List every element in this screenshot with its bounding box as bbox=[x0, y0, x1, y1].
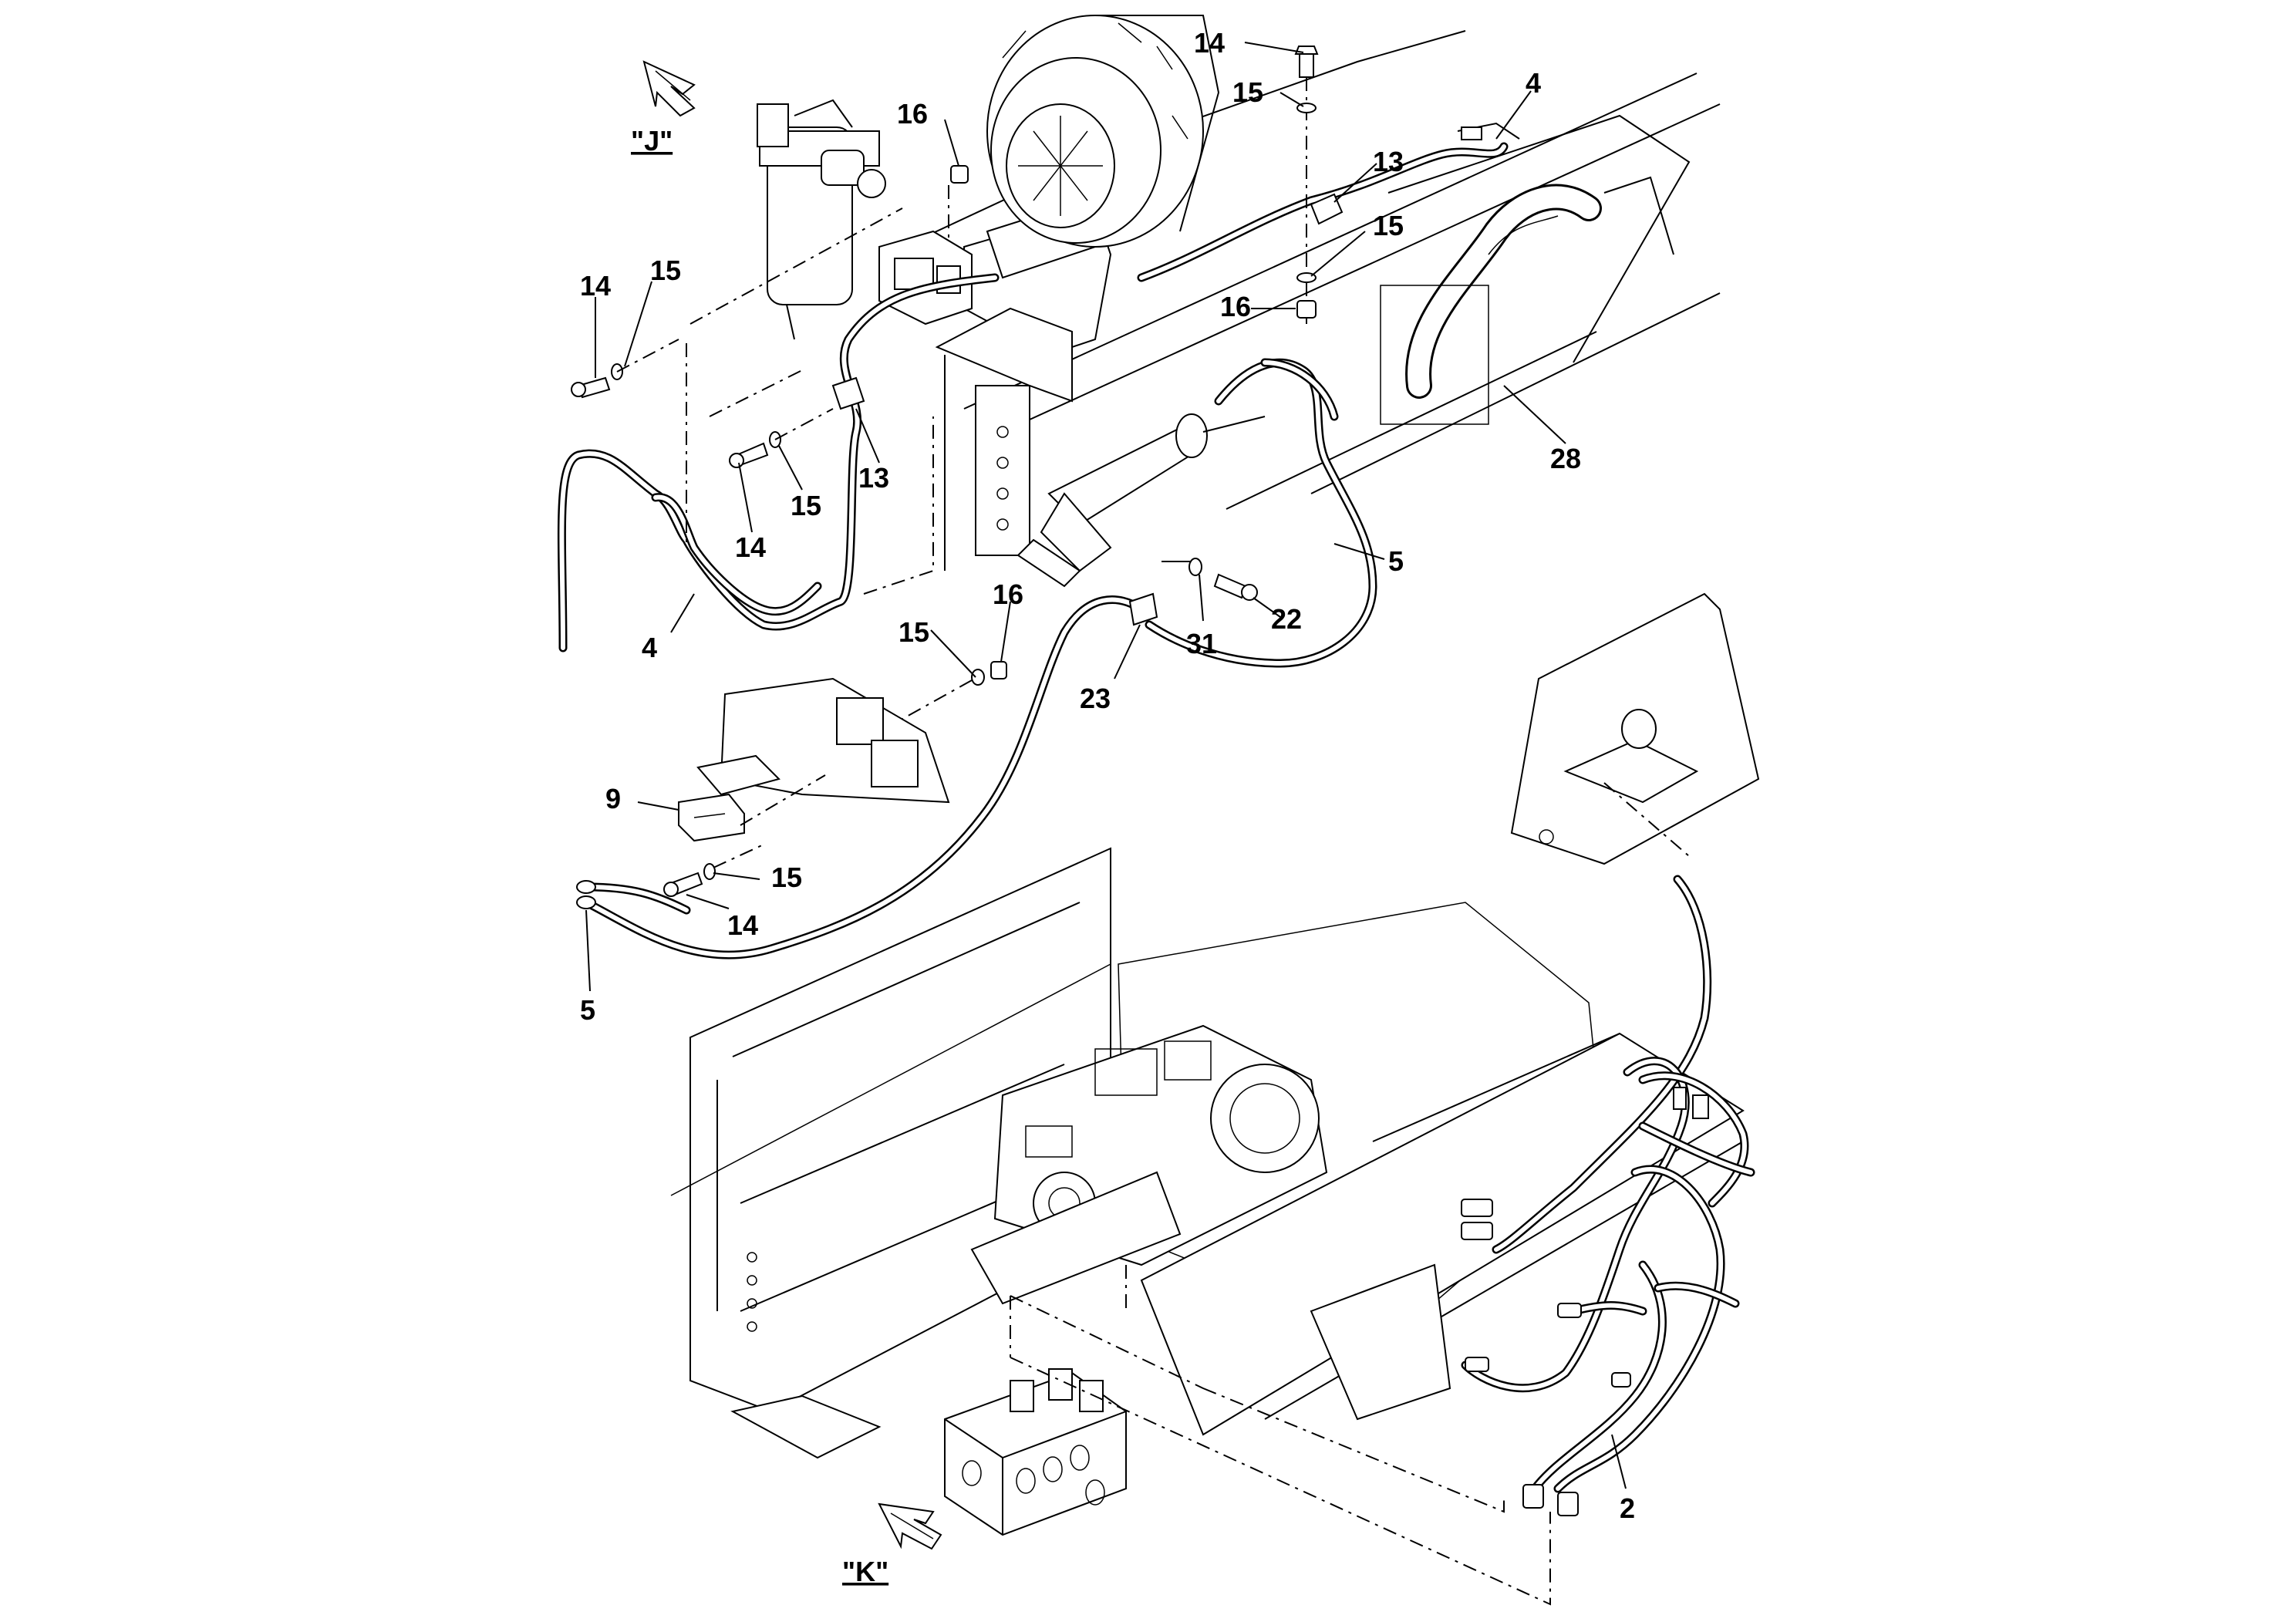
callout-15: 15 bbox=[771, 862, 802, 893]
callout-13: 13 bbox=[858, 462, 889, 494]
callout-2: 2 bbox=[1620, 1492, 1635, 1524]
nut-16-upper-left-icon bbox=[948, 165, 969, 239]
view-j-arrow-icon bbox=[642, 60, 696, 117]
callout-14: 14 bbox=[735, 531, 766, 563]
frame-rail-upper bbox=[886, 30, 1721, 510]
callout-16: 16 bbox=[897, 98, 928, 130]
routing-line-k bbox=[1010, 1265, 1551, 1606]
callout-15: 15 bbox=[1373, 210, 1404, 241]
filter-canister bbox=[757, 99, 886, 340]
callout-15: 15 bbox=[1232, 76, 1263, 108]
callout-5: 5 bbox=[1388, 545, 1404, 577]
callout-9: 9 bbox=[605, 783, 621, 814]
bolt-22-icon bbox=[1188, 558, 1258, 601]
valve-block-upper bbox=[878, 230, 973, 325]
nut-16-mid-icon bbox=[863, 661, 1007, 741]
hydraulic-pump bbox=[970, 1024, 1328, 1305]
bracket-upper-right bbox=[1510, 592, 1760, 865]
clip-13-left bbox=[831, 376, 865, 410]
callout-23: 23 bbox=[1080, 683, 1111, 714]
callout-31: 31 bbox=[1186, 628, 1217, 659]
actuator-cylinder bbox=[1017, 413, 1266, 588]
callout-15: 15 bbox=[899, 616, 929, 648]
cable-5-lower bbox=[576, 595, 1146, 959]
view-k-assembly: "K" bbox=[670, 592, 1760, 1606]
callout-4: 4 bbox=[642, 632, 657, 663]
harness-2 bbox=[1461, 875, 1755, 1516]
bolt-14-lower-icon bbox=[663, 844, 764, 897]
blower-housing bbox=[986, 15, 1220, 248]
nut-16-upper-right-icon bbox=[1296, 300, 1317, 319]
hose-28 bbox=[1380, 176, 1674, 425]
valve-manifold bbox=[944, 1368, 1127, 1536]
callout-14: 14 bbox=[727, 909, 758, 941]
valve-plate-lower bbox=[696, 677, 950, 804]
callout-14: 14 bbox=[580, 270, 611, 302]
callout-16: 16 bbox=[993, 578, 1023, 610]
callout-4: 4 bbox=[1526, 67, 1541, 99]
bolt-14-mid-icon bbox=[729, 408, 834, 468]
cable-4 bbox=[557, 122, 1520, 653]
routing-line-j bbox=[686, 207, 934, 595]
view-k-arrow-icon bbox=[878, 1502, 942, 1550]
clip-23 bbox=[1128, 592, 1158, 626]
leader-lines bbox=[585, 42, 1627, 1489]
relay-9-icon bbox=[678, 774, 826, 842]
callout-15: 15 bbox=[791, 490, 821, 521]
view-j-assembly: "J" bbox=[557, 15, 1721, 959]
bolt-14-left-icon bbox=[571, 339, 679, 399]
cable-5-upper bbox=[1145, 358, 1377, 668]
view-j-label: "J" bbox=[631, 125, 673, 157]
view-k-label: "K" bbox=[842, 1556, 888, 1587]
callout-5: 5 bbox=[580, 994, 595, 1026]
callout-15: 15 bbox=[650, 255, 681, 286]
callout-16: 16 bbox=[1220, 291, 1251, 322]
callout-13: 13 bbox=[1373, 146, 1404, 177]
callout-14: 14 bbox=[1194, 27, 1225, 59]
callout-labels: 14 15 4 13 15 16 16 14 15 28 13 14 15 14… bbox=[580, 27, 1635, 1524]
callout-28: 28 bbox=[1550, 443, 1581, 474]
callout-22: 22 bbox=[1271, 603, 1302, 635]
